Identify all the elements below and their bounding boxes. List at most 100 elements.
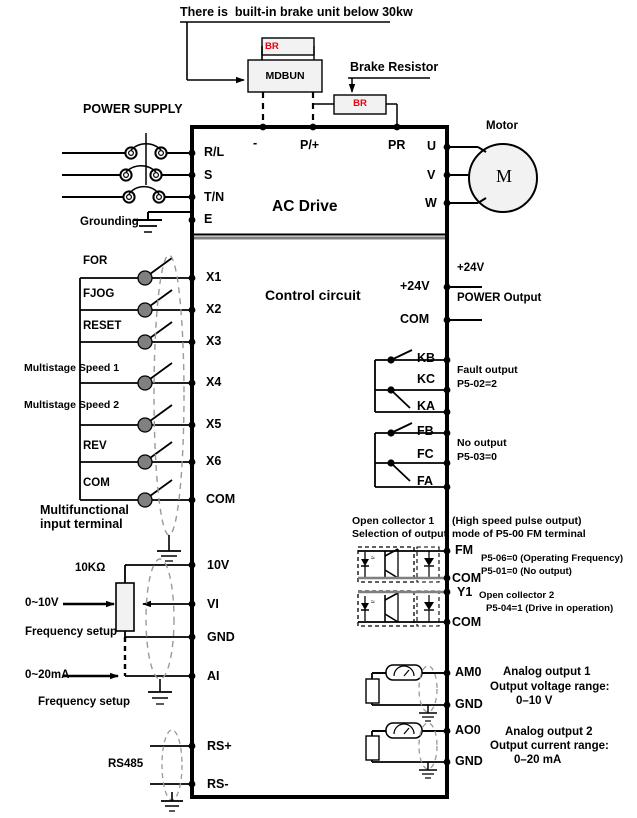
- function-label-rev: REV: [83, 440, 107, 452]
- relay2-desc-2: P5-03=0: [457, 451, 497, 463]
- terminal-fa: FA: [417, 474, 433, 488]
- relay1-desc-1: Fault output: [457, 364, 518, 376]
- terminal-com-fm: COM: [452, 571, 482, 585]
- ac-drive-label: AC Drive: [272, 198, 338, 215]
- terminal-x5: X5: [206, 417, 222, 431]
- power-output-wiring: [443, 283, 482, 324]
- mdbun-bus-drops: [261, 92, 315, 127]
- terminal-v: V: [427, 168, 436, 182]
- open-collector-2: ≈: [357, 588, 451, 627]
- rs485-label: RS485: [108, 758, 144, 770]
- terminal-s: S: [204, 168, 213, 182]
- power-supply-label: POWER SUPPLY: [83, 102, 183, 116]
- terminal-am0: AM0: [455, 665, 482, 679]
- relay-output-2: [374, 422, 451, 491]
- terminal-p-plus: P/+: [300, 138, 320, 152]
- multifunction-input-wiring: [79, 254, 196, 562]
- motor-symbol: [443, 143, 538, 213]
- power-output-24v-label: +24V: [457, 262, 485, 274]
- open-collector-head-right-1: (High speed pulse output): [452, 515, 582, 527]
- terminal-gnd-ai: GND: [207, 630, 235, 644]
- terminal-ka: KA: [417, 399, 436, 413]
- terminal-24v: +24V: [400, 279, 430, 293]
- terminal-com-24v: COM: [400, 312, 430, 326]
- function-label-for: FOR: [83, 255, 108, 267]
- svg-text:≈: ≈: [371, 599, 375, 606]
- voltage-setup-label: Frequency setup: [25, 626, 118, 638]
- terminal-e: E: [204, 212, 213, 226]
- terminal-tn: T/N: [204, 190, 225, 204]
- mdbun-label: MDBUN: [265, 70, 305, 82]
- analog-input-wiring: [63, 558, 196, 705]
- terminal-minus: -: [253, 136, 258, 150]
- fm-desc-2: P5-01=0 (No output): [481, 566, 572, 577]
- function-label-speed1: Multistage Speed 1: [24, 362, 120, 374]
- am0-desc-1: Analog output 1: [503, 666, 591, 678]
- motor-label: Motor: [486, 120, 518, 132]
- power-output-label: POWER Output: [457, 292, 542, 304]
- br-top-label: BR: [265, 41, 279, 52]
- brake-resistor-block: [313, 77, 430, 127]
- am0-desc-3: 0–10 V: [516, 695, 553, 707]
- dc-bus-terminals: [259, 123, 401, 131]
- terminal-rs-plus: RS+: [207, 739, 232, 753]
- relay1-desc-2: P5-02=2: [457, 378, 497, 390]
- terminal-x1: X1: [206, 270, 222, 284]
- function-label-fjog: FJOG: [83, 288, 115, 300]
- ao0-desc-3: 0–20 mA: [514, 754, 562, 766]
- function-label-reset: RESET: [83, 320, 122, 332]
- multifunction-group-label: Multifunctional input terminal: [40, 503, 129, 532]
- voltage-range-label: 0~10V: [25, 597, 59, 609]
- terminal-u: U: [427, 139, 437, 153]
- am0-desc-2: Output voltage range:: [490, 681, 610, 693]
- terminal-kb: KB: [417, 351, 436, 365]
- terminal-10v: 10V: [207, 558, 230, 572]
- terminal-y1: Y1: [457, 585, 473, 599]
- control-circuit-label: Control circuit: [265, 287, 361, 303]
- current-range-label: 0~20mA: [25, 669, 70, 681]
- terminal-w: W: [425, 196, 437, 210]
- analog-output-2: [365, 722, 451, 779]
- analog-output-1: [365, 664, 451, 722]
- br-side-label: BR: [353, 98, 367, 109]
- terminal-fc: FC: [417, 447, 434, 461]
- rs485-wiring: [150, 729, 196, 812]
- brake-note: There is built-in brake unit below 30kw: [180, 5, 413, 19]
- terminal-com-y1: COM: [452, 615, 482, 629]
- brake-resistor-label: Brake Resistor: [350, 60, 439, 74]
- brake-note-lead: [180, 21, 390, 84]
- open-collector-head-right-2: mode of P5-00 FM terminal: [452, 528, 586, 540]
- terminal-vi: VI: [207, 597, 219, 611]
- terminal-ai: AI: [207, 669, 220, 683]
- terminal-x6: X6: [206, 454, 222, 468]
- terminal-x3: X3: [206, 334, 222, 348]
- function-label-speed2: Multistage Speed 2: [24, 399, 120, 411]
- terminal-com-input: COM: [206, 492, 236, 506]
- ac-drive-body: [190, 125, 449, 799]
- motor-symbol-label: M: [496, 166, 513, 186]
- terminal-gnd-am0: GND: [455, 697, 483, 711]
- open-collector-head-left-1: Open collector 1: [352, 515, 435, 527]
- open-collector-1: ≈: [357, 546, 451, 583]
- terminal-rl: R/L: [204, 145, 225, 159]
- potentiometer-label: 10KΩ: [75, 562, 106, 574]
- terminal-fb: FB: [417, 424, 434, 438]
- relay2-desc-1: No output: [457, 437, 507, 449]
- function-label-com: COM: [83, 477, 110, 489]
- y1-desc-1: Open collector 2: [479, 590, 555, 601]
- terminal-fm: FM: [455, 543, 474, 557]
- terminal-x2: X2: [206, 302, 222, 316]
- mdbun-block: [247, 37, 323, 93]
- open-collector-head-left-2: Selection of output: [352, 528, 448, 540]
- ao0-desc-2: Output current range:: [490, 740, 609, 752]
- terminal-pr: PR: [388, 138, 406, 152]
- grounding-symbol: [134, 211, 192, 233]
- power-supply-wiring: [62, 133, 196, 224]
- svg-text:≈: ≈: [371, 555, 375, 562]
- y1-desc-2: P5-04=1 (Drive in operation): [486, 603, 614, 614]
- current-setup-label: Frequency setup: [38, 696, 131, 708]
- fm-desc-1: P5-06=0 (Operating Frequency): [481, 553, 624, 564]
- terminal-ao0: AO0: [455, 723, 481, 737]
